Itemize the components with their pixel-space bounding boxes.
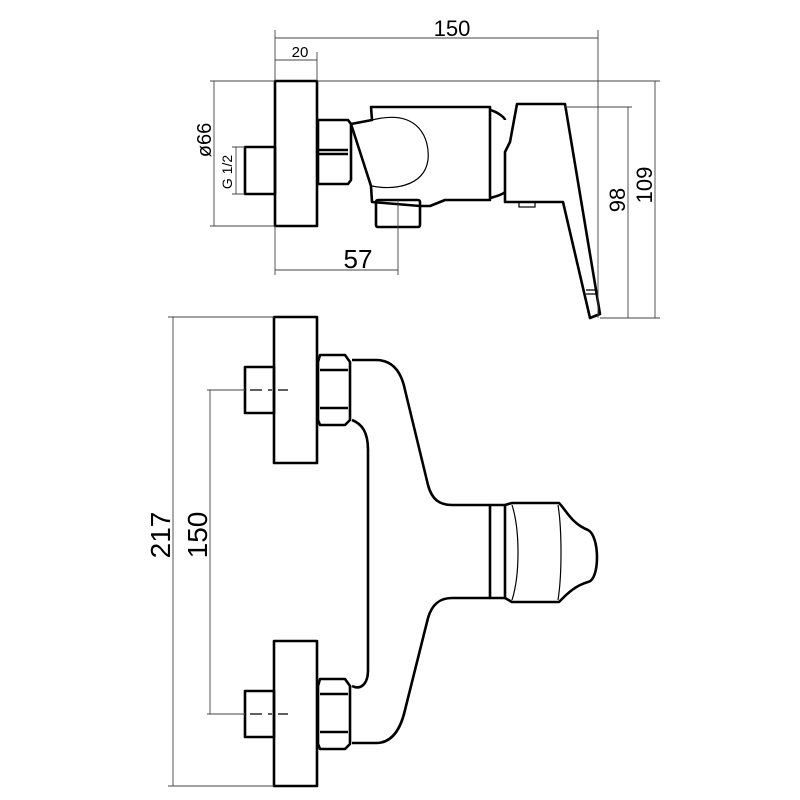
dim-thread-label: G 1/2 (219, 155, 235, 189)
dim-109-label: 109 (632, 167, 657, 204)
dim-line-57 (274, 200, 399, 275)
front-view: 217 150 (145, 315, 599, 788)
dim-150-front-label: 150 (182, 512, 213, 559)
dim-98-label: 98 (605, 188, 630, 212)
side-inlet-stub (243, 145, 277, 196)
front-body-inner (351, 418, 370, 689)
dim-57-label: 57 (344, 244, 373, 274)
dim-20-label: 20 (292, 44, 309, 61)
dim-217-label: 217 (145, 512, 176, 559)
front-cartridge (488, 503, 507, 600)
side-handle-tip (586, 289, 597, 295)
front-body-lower-outer (352, 596, 490, 745)
side-flange (273, 79, 319, 228)
side-nut (316, 118, 353, 186)
dim-line-217 (168, 316, 274, 787)
dim-line-98 (565, 106, 632, 318)
dim-line-20 (275, 52, 318, 81)
side-view: 150 20 57 ø66 G 1/2 98 109 (194, 16, 660, 320)
dim-line-150 (274, 30, 599, 318)
dim-150-label: 150 (434, 16, 471, 41)
front-nut-bottom (316, 677, 352, 751)
dim-line-thread (232, 146, 245, 195)
side-body-neck (489, 108, 507, 200)
side-handle-pin (518, 201, 536, 208)
dim-line-150-front (207, 389, 245, 715)
front-handle-contours (511, 504, 562, 601)
dim-66-label: ø66 (194, 123, 216, 157)
dim-line-66 (210, 80, 275, 227)
dim-line-109 (317, 80, 660, 319)
side-body-dome (371, 116, 429, 189)
front-handle (504, 501, 599, 604)
side-handle (503, 102, 602, 320)
side-body (349, 105, 492, 208)
front-nut-top (316, 353, 352, 427)
front-body-upper-outer (352, 358, 490, 507)
